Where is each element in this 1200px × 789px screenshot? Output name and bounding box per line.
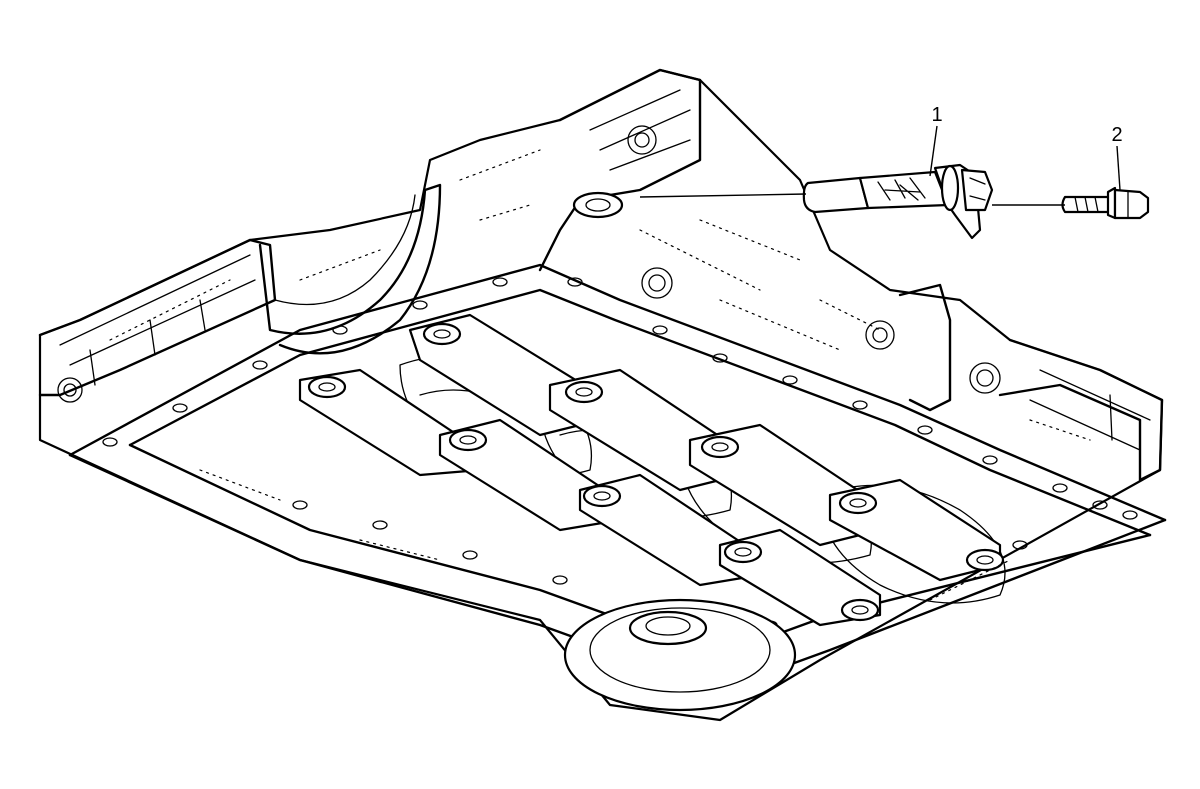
rear-seal-boss bbox=[563, 598, 797, 712]
sensor-part bbox=[802, 163, 994, 240]
pan-rail-inner bbox=[128, 288, 1152, 537]
callout-leader-1 bbox=[929, 125, 938, 177]
engine-block bbox=[38, 68, 1167, 722]
pan-rail-outer bbox=[68, 263, 1167, 522]
pan-rail-holes bbox=[102, 277, 1138, 630]
front-end-face bbox=[998, 338, 1164, 482]
assembly-line-sensor bbox=[639, 193, 807, 198]
sensor-mount-boss bbox=[572, 191, 673, 299]
main-bearing-caps bbox=[298, 313, 1002, 627]
rear-bulkhead bbox=[538, 68, 702, 272]
bolt-part bbox=[1061, 186, 1150, 220]
callout-leader-2 bbox=[1116, 145, 1121, 191]
callout-label-1: 1 bbox=[931, 104, 942, 126]
callout-label-2: 2 bbox=[1111, 124, 1122, 146]
rear-end-face bbox=[38, 238, 277, 397]
cap-bolts bbox=[307, 322, 1005, 622]
side-boss-right bbox=[898, 283, 952, 412]
bearing-saddle-1 bbox=[258, 183, 442, 355]
